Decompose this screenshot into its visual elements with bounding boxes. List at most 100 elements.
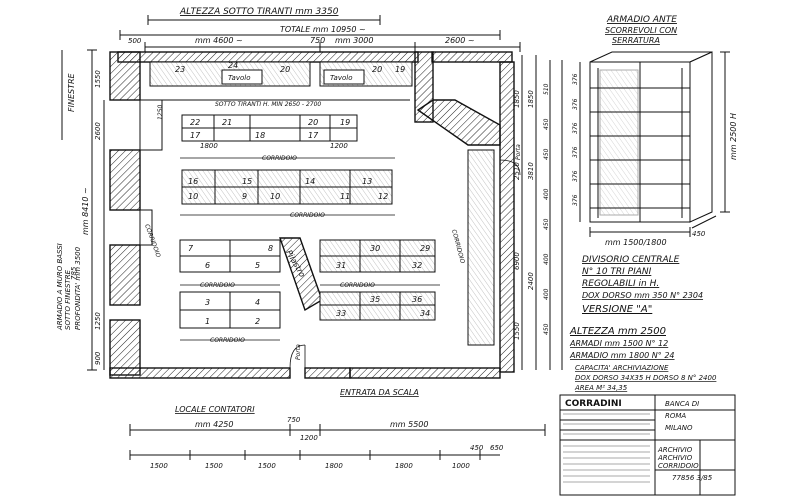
cab-b-2: 18 — [255, 131, 265, 140]
dim-2400-right: 2400 — [527, 272, 535, 290]
cabinet-title-2: SCORREVOLI CON — [605, 26, 677, 35]
dim-1250-left: 1250 — [94, 312, 102, 330]
seq-5: 1800 — [395, 462, 413, 470]
dim-785-left: 785 — [70, 266, 78, 280]
title-block-fineprint — [563, 413, 650, 483]
cab-d-1: 10 — [188, 192, 198, 201]
dim-750-bottom: 750 — [287, 416, 301, 424]
stack-8: 450 — [543, 323, 550, 335]
dim-750-top: 750 — [310, 36, 325, 45]
corridoio-5: CORRIDOIO — [210, 337, 245, 344]
note-2: N° 10 TRI PIANI — [582, 267, 652, 277]
shelf-dim-6: 376 — [572, 194, 579, 206]
cab-d-2: 9 — [242, 192, 247, 201]
cab-top-1: 23 — [175, 65, 185, 74]
top-dimensions — [119, 15, 521, 52]
corridoio-2: CORRIDOIO — [290, 212, 325, 219]
dim-4600: mm 4600 ~ — [195, 36, 243, 45]
cab-a-1: 22 — [190, 118, 200, 127]
dim-1550-right: 1550 — [513, 322, 521, 340]
cabinet-elevation — [579, 51, 730, 237]
porta-label-2: Porta — [515, 144, 522, 160]
corridoio-4: CORRIDOIO — [340, 282, 375, 289]
stack-5: 450 — [543, 218, 550, 230]
locale-label: LOCALE CONTATORI — [175, 405, 255, 414]
note-3: REGOLABILI in H. — [582, 279, 659, 289]
corridor-lines — [180, 157, 440, 341]
dim-1550-left: 1550 — [94, 70, 102, 88]
stack-7: 400 — [543, 288, 550, 300]
cabinet-rows — [139, 61, 495, 346]
dim-500-top: 500 — [128, 37, 142, 45]
finestre-label: FINESTRE — [67, 72, 76, 112]
note-8: ARMADIO mm 1800 N° 24 — [569, 351, 675, 360]
cab-a-2: 21 — [222, 118, 232, 127]
cabinet-title-1: ARMADIO ANTE — [606, 15, 677, 25]
note-9: CAPACITA' ARCHIVIAZIONE — [575, 364, 669, 372]
porta-label-1: Porta — [295, 344, 302, 360]
cab-e-1: 7 — [188, 244, 194, 253]
total-width-label: TOTALE mm 10950 ~ — [280, 25, 366, 34]
dim-1850b-right: 1850 — [527, 90, 535, 108]
cab-c-1: 16 — [188, 177, 198, 186]
cab-e-3: 30 — [370, 244, 380, 253]
cabinet-dividers — [213, 115, 401, 328]
cab-g-3: 33 — [336, 309, 346, 318]
stack-1: 510 — [543, 83, 550, 95]
client-3: MILANO — [665, 424, 693, 432]
cabinet-title-3: SERRATURA — [612, 36, 660, 45]
right-stack-dims: 510 450 450 400 450 400 400 450 — [543, 83, 550, 335]
dim-650-bottom: 650 — [490, 444, 504, 452]
seq-2: 1500 — [205, 462, 223, 470]
cabinet-height: mm 2500 H — [729, 113, 738, 160]
cab-b-3: 17 — [308, 131, 319, 140]
note-5: VERSIONE "A" — [582, 304, 652, 315]
bottom-sequence: 1500 1500 1500 1800 1800 1000 — [150, 462, 470, 470]
company-logo: CORRADINI — [565, 399, 622, 409]
cab-top-3: 20 — [280, 65, 290, 74]
cab-top-4: 20 — [372, 65, 382, 74]
stack-6: 400 — [543, 253, 550, 265]
dim-450-bottom: 450 — [470, 444, 484, 452]
dim-5500: mm 5500 — [390, 420, 429, 429]
shelf-dim-1: 376 — [572, 73, 579, 85]
dim-8410-left: mm 8410 ~ — [81, 187, 90, 235]
profondita-label: PROFONDITA' mm 3500 — [74, 246, 82, 330]
dim-1200-plan: 1200 — [330, 142, 348, 150]
client-1: BANCA DI — [665, 400, 699, 408]
cab-c-2: 15 — [242, 177, 252, 186]
seq-6: 1000 — [452, 462, 470, 470]
dim-1200-bottom: 1200 — [300, 434, 318, 442]
dim-3000: mm 3000 — [335, 36, 374, 45]
cabinet-shelf-dims: 376 376 376 376 376 376 — [572, 73, 579, 206]
dim-1800-plan: 1800 — [200, 142, 218, 150]
entrata-label: ENTRATA DA SCALA — [340, 388, 419, 397]
corridoio-6: CORRIDOIO — [450, 229, 466, 265]
height-label: ALTEZZA SOTTO TIRANTI mm 3350 — [179, 7, 339, 17]
stack-4: 400 — [543, 188, 550, 200]
cabinet-depth: 450 — [692, 230, 706, 238]
cab-e-4: 29 — [420, 244, 430, 253]
right-dimension-lines — [521, 55, 563, 370]
dim-3810-right: 3810 — [527, 162, 535, 180]
shelf-dim-4: 376 — [572, 146, 579, 158]
dim-1250-plan: 1250 — [157, 105, 164, 120]
cab-h-2: 2 — [255, 317, 260, 326]
shelf-dim-3: 376 — [572, 122, 579, 134]
cab-f-3: 31 — [336, 261, 346, 270]
sotto-finestre-label: SOTTO FINESTRE — [64, 269, 72, 330]
seq-1: 1500 — [150, 462, 168, 470]
note-1: DIVISORIO CENTRALE — [582, 255, 680, 265]
cabinet-width: mm 1500/1800 — [605, 238, 667, 247]
walls — [109, 51, 515, 379]
note-11: AREA M² 34,35 — [574, 384, 628, 392]
subject-2: ARCHIVIO — [657, 454, 693, 462]
client-2: ROMA — [665, 412, 686, 420]
cab-f-1: 6 — [205, 261, 210, 270]
stack-3: 450 — [543, 148, 550, 160]
dim-2600: 2600 ~ — [445, 36, 475, 45]
dim-1850-right: 1850 — [513, 90, 521, 108]
note-7: ARMADI mm 1500 N° 12 — [569, 339, 668, 348]
dim-2510-right: 2510 — [513, 162, 521, 180]
